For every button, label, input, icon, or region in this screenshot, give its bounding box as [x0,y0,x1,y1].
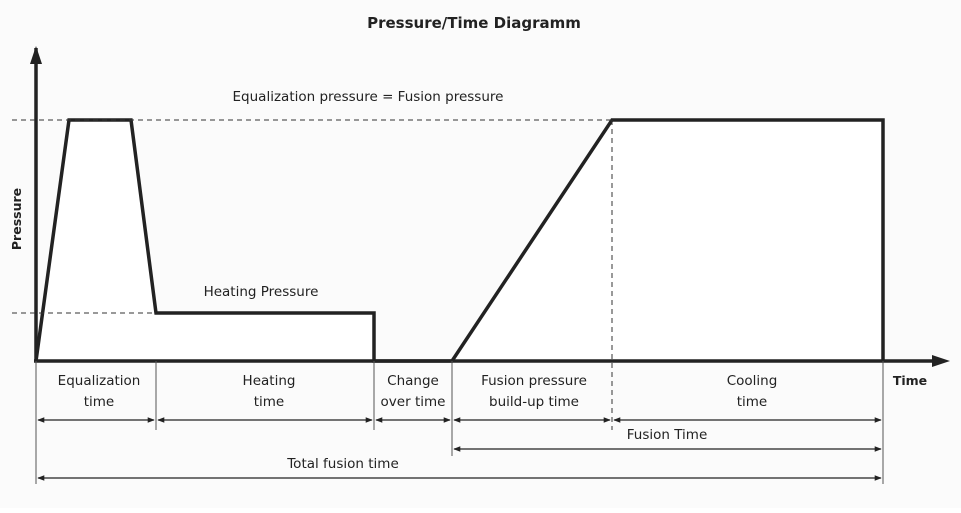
y-axis-label: Pressure [9,188,24,250]
phase-5-label-line1: Cooling [727,373,778,389]
phase-duration-arrows [37,417,882,481]
phase-1-label-line1: Equalization [58,373,141,389]
fusion-time-label: Fusion Time [627,427,708,443]
y-axis-arrowhead [30,46,42,64]
phase-4-label-line1: Fusion pressure [481,373,587,389]
phase-dividers [35,361,884,484]
x-axis-arrowhead [932,355,950,367]
phase-2-label-line1: Heating [243,373,296,389]
phase-1-label-line2: time [84,394,115,410]
total-fusion-time-label: Total fusion time [286,456,399,472]
diagram-title: Pressure/Time Diagramm [367,14,581,32]
pressure-profile-area [36,120,883,361]
phase-3-label-line2: over time [381,394,446,410]
phase-4-label-line2: build-up time [489,394,579,410]
x-axis-label: Time [893,373,927,388]
phase-2-label-line2: time [254,394,285,410]
heating-pressure-label: Heating Pressure [204,284,319,300]
pressure-profile-line [34,118,885,363]
phase-3-label-line1: Change [387,373,439,389]
equalization-pressure-label: Equalization pressure = Fusion pressure [233,89,504,105]
phase-5-label-line2: time [737,394,768,410]
